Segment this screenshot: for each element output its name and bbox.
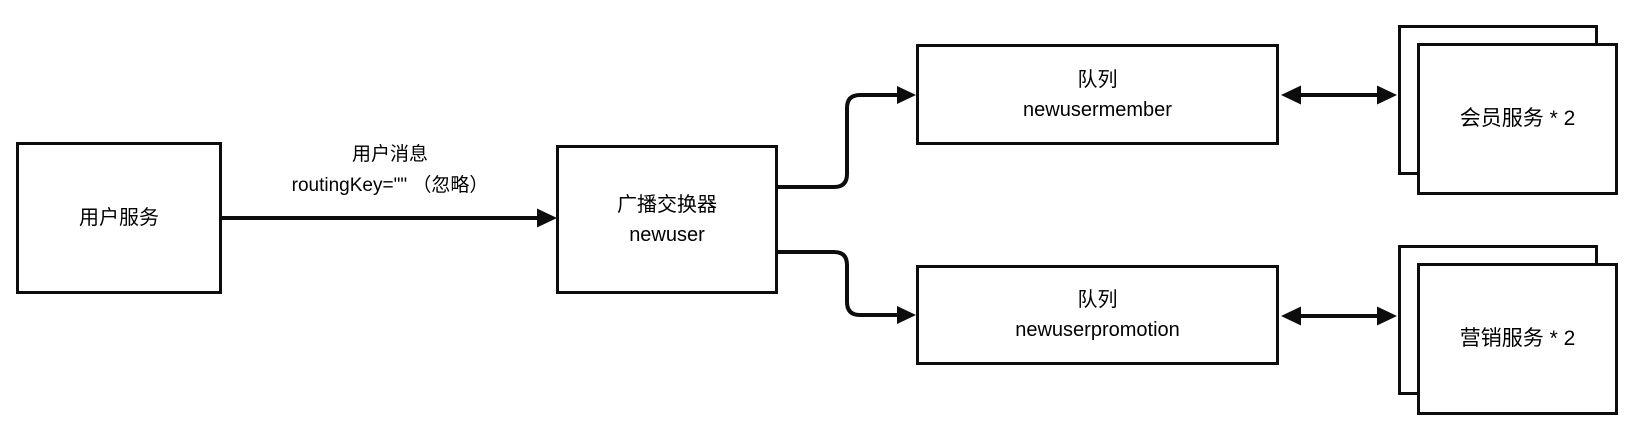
exchange-box: 广播交换器 newuser	[556, 145, 778, 294]
consumer-member-service-box: 会员服务 * 2	[1417, 43, 1618, 195]
consumer-promotion-service-box: 营销服务 * 2	[1417, 263, 1618, 415]
producer-user-service-box: 用户服务	[16, 142, 222, 294]
consumer-member-label: 会员服务 * 2	[1459, 107, 1576, 130]
arrowhead-top-left	[1281, 85, 1301, 105]
exchange-label-line1: 广播交换器	[617, 193, 717, 216]
exchange-label-line2: newuser	[629, 223, 705, 246]
queue-top-label-line1: 队列	[1077, 68, 1118, 91]
queue-bottom-label-line2: newuserpromotion	[1015, 319, 1180, 341]
message-arrow-label: 用户消息 routingKey="" （忽略）	[240, 139, 540, 201]
arrowhead-top-right	[1377, 85, 1397, 105]
connector-exchange-to-queue-top	[778, 93, 898, 189]
producer-label: 用户服务	[79, 207, 159, 229]
message-label-line1: 用户消息	[351, 144, 428, 165]
arrowhead-bottom-right	[1377, 306, 1397, 326]
connector-exchange-to-queue-bottom	[778, 250, 898, 317]
queue-newusermember-box: 队列 newusermember	[916, 44, 1279, 145]
arrowhead-into-queue-bottom	[897, 306, 916, 324]
message-label-line2: routingKey="" （忽略）	[291, 175, 489, 196]
consumer-promotion-label: 营销服务 * 2	[1459, 327, 1576, 350]
arrowhead-bottom-left	[1281, 306, 1301, 326]
arrowhead-into-exchange	[537, 208, 557, 228]
queue-bottom-label-line1: 队列	[1077, 289, 1118, 311]
queue-newuserpromotion-box: 队列 newuserpromotion	[916, 265, 1279, 365]
queue-top-label-line2: newusermember	[1023, 98, 1172, 121]
arrowhead-into-queue-top	[897, 86, 916, 104]
